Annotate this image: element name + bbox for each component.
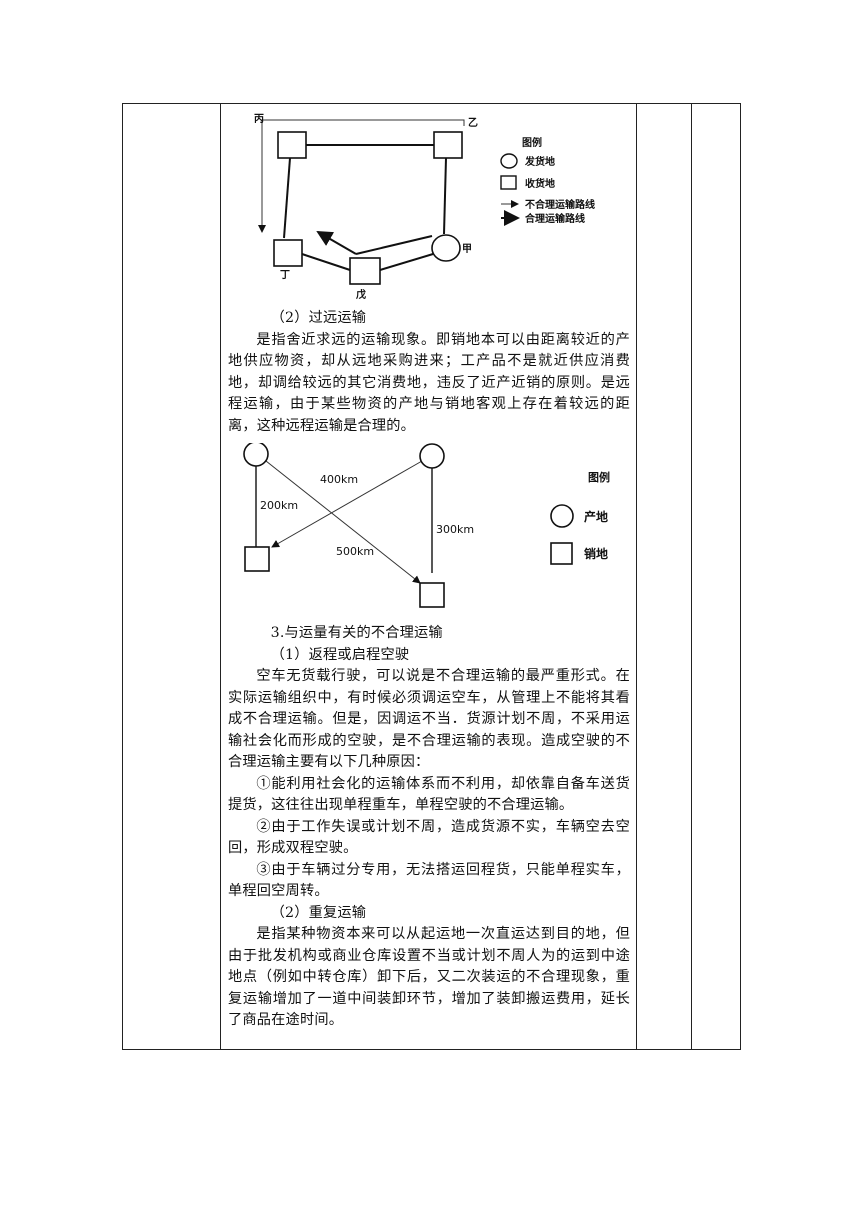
node-yi (433, 131, 463, 159)
section3-sub1: （1）返程或启程空驶 (270, 646, 410, 663)
label-200km: 200km (260, 499, 298, 512)
label-500km: 500km (336, 545, 374, 558)
section3-sub2: （2）重复运输 (270, 904, 367, 921)
legend-unreasonable: 不合理运输路线 (525, 198, 595, 211)
reasonable-route-line (355, 235, 433, 255)
section3-p1: 空车无货载行驶，可以说是不合理运输的最严重形式。在实际运输组织中，有时候必须调运… (228, 668, 630, 770)
sale-node-right (419, 582, 445, 608)
legend2-circle-icon (550, 504, 574, 528)
table-frame (122, 103, 741, 1050)
section3-heading: 3.与运量有关的不合理运输 (270, 625, 443, 641)
route-wu-jia (379, 253, 434, 271)
label-yi: 乙 (468, 117, 478, 129)
label-bing: 丙 (254, 113, 264, 125)
legend2-square-icon (550, 542, 573, 565)
legend-circle-icon (500, 153, 518, 169)
legend-reasonable: 合理运输路线 (524, 212, 585, 225)
node-bing (277, 131, 307, 159)
legend-title: 图例 (522, 136, 542, 149)
origin-node-right (419, 443, 445, 469)
section3-reason-2: ②由于工作失误或计划不周，造成货源不实，车辆空去空回，形成双程空驶。 (228, 818, 630, 857)
legend-receive: 收货地 (525, 177, 555, 190)
line-400km (271, 460, 423, 548)
legend-square-icon (500, 175, 517, 190)
origin-node-left (243, 443, 269, 467)
section-heading-far: （2）过远运输 (270, 310, 367, 326)
main-content-cell: 丙 乙 丁 戊 甲 图例 发货地 收货地 不合理运输路线 合理运输路线 （2）过… (228, 108, 630, 1032)
label-ding: 丁 (280, 269, 290, 281)
label-jia: 甲 (462, 243, 472, 255)
route-ding-wu (301, 253, 351, 271)
distance-diagram: 400km 200km 300km 500km 图例 产地 销地 (243, 443, 610, 608)
transport-route-diagram: 丙 乙 丁 戊 甲 图例 发货地 收货地 不合理运输路线 合理运输路线 (254, 113, 595, 300)
node-jia (431, 234, 461, 262)
unreasonable-route-line (258, 119, 465, 233)
section3-reason-1: ①能利用社会化的运输体系而不利用，却依靠自备车送货提货，这往往出现单程重车，单程… (228, 775, 630, 814)
table-column-divider (636, 103, 637, 1050)
sale-node-left (244, 546, 270, 572)
legend2-sale: 销地 (584, 546, 608, 561)
line-500km (265, 460, 421, 584)
legend2-origin: 产地 (584, 509, 608, 524)
route-bing-ding (283, 157, 291, 239)
node-ding (273, 239, 303, 267)
section-body-far: 是指舍近求远的运输现象。即销地本可以由距离较近的产地供应物资，却从远地采购进来；… (228, 331, 630, 434)
legend2-title: 图例 (588, 470, 610, 484)
route-yi-jia (443, 157, 447, 235)
label-300km: 300km (436, 523, 474, 536)
label-wu: 戊 (355, 288, 366, 300)
reasonable-route-arrow (316, 230, 357, 255)
table-column-divider (220, 103, 221, 1050)
table-column-divider (691, 103, 692, 1050)
node-wu (349, 257, 381, 285)
section3-p2: 是指某种物资本来可以从起运地一次直运达到目的地，但由于批发机构或商业仓库设置不当… (228, 926, 630, 1028)
legend-ship: 发货地 (524, 155, 555, 168)
label-400km: 400km (320, 473, 358, 486)
section3-reason-3: ③由于车辆过分专用，无法搭运回程货，只能单程实车，单程回空周转。 (228, 861, 630, 900)
